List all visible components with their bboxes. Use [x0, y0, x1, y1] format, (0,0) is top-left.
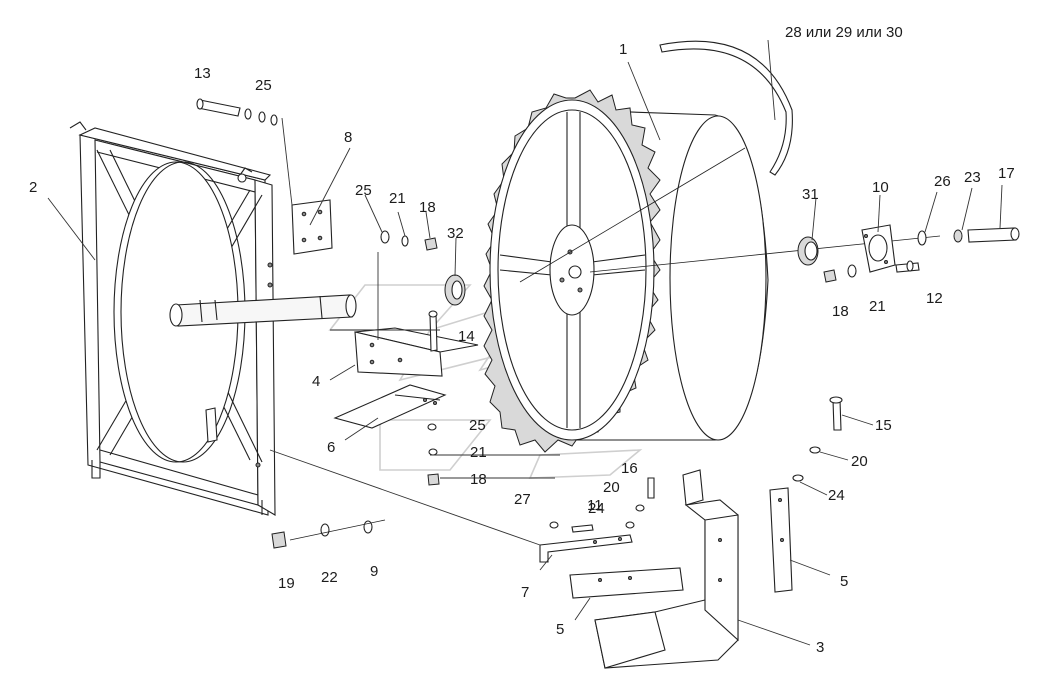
- callout-19: 19: [278, 575, 295, 592]
- callout-1: 1: [619, 41, 627, 58]
- callout-20-right: 20: [851, 453, 868, 470]
- callout-17: 17: [998, 165, 1015, 182]
- frame-assembly: [69, 121, 357, 516]
- callout-25-lower: 25: [469, 417, 486, 434]
- callout-7: 7: [521, 584, 529, 601]
- callout-8: 8: [344, 129, 352, 146]
- top-fasteners: [196, 98, 466, 306]
- callout-3: 3: [816, 639, 824, 656]
- callout-22: 22: [321, 569, 338, 586]
- callout-15: 15: [875, 417, 892, 434]
- callout-10: 10: [872, 179, 889, 196]
- callout-16: 16: [621, 460, 638, 477]
- callout-20-lower: 20: [603, 479, 620, 496]
- callout-6: 6: [327, 439, 335, 456]
- callout-2: 2: [29, 179, 37, 196]
- callout-11: 11: [587, 497, 603, 514]
- leader-lines: [47, 39, 1003, 646]
- callout-27: 27: [514, 491, 531, 508]
- callout-31: 31: [802, 186, 819, 203]
- callout-28-29-30: 28 или 29 или 30: [785, 24, 903, 41]
- callout-18-top: 18: [419, 199, 436, 216]
- callout-5-right: 5: [840, 573, 848, 590]
- callout-25-top-left: 25: [255, 77, 272, 94]
- callout-labels: 1 2 3 4 5 5 6 7 8 9 10 11 12 13 14 15 16…: [29, 24, 1015, 656]
- callout-32: 32: [447, 225, 464, 242]
- callout-4: 4: [312, 373, 320, 390]
- callout-21-lower: 21: [470, 444, 487, 461]
- curved-strip-part: [659, 40, 793, 176]
- callout-23: 23: [964, 169, 981, 186]
- callout-13: 13: [194, 65, 211, 82]
- lower-assembly: [271, 396, 843, 669]
- callout-14: 14: [458, 328, 475, 345]
- callout-18-right: 18: [832, 303, 849, 320]
- callout-12: 12: [926, 290, 943, 307]
- callout-21-right: 21: [869, 298, 886, 315]
- callout-26: 26: [934, 173, 951, 190]
- callout-24-lower: 24: [588, 500, 605, 517]
- callout-5-lower: 5: [556, 621, 564, 638]
- callout-21-top: 21: [389, 190, 406, 207]
- bearing-stack: [797, 224, 1020, 283]
- callout-24-right: 24: [828, 487, 845, 504]
- callout-25-center: 25: [355, 182, 372, 199]
- bracket-plates: [291, 199, 479, 486]
- callout-9: 9: [370, 563, 378, 580]
- callout-18-lower: 18: [470, 471, 487, 488]
- drum-assembly: [483, 89, 941, 453]
